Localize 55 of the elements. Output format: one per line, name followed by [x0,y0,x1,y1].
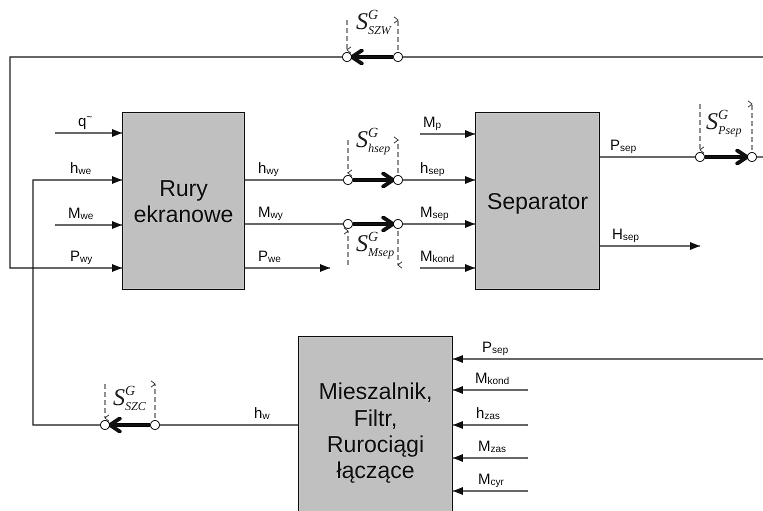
switch-arrow [350,48,393,66]
process-block [298,336,453,511]
junction-circle [150,420,160,430]
signal-label: h$_{w}$ [254,406,270,421]
block-label: Rury ekranowe [132,174,234,228]
junction-circle [747,152,757,162]
signal-arrow [453,355,763,363]
signal-arrow [420,130,475,138]
signal-label: M$_{p}$ [423,115,442,130]
switch-arrow [705,148,749,166]
signal-arrow [403,176,475,184]
signal-arrow [453,421,528,429]
junction-circle [343,175,353,185]
signal-label: P$_{wy}$ [70,249,92,264]
signal-label: H$_{sep}$ [612,227,639,242]
signal-label: P$_{we}$ [258,249,281,264]
signal-label: M$_{wy}$ [258,205,283,220]
switch-arrow [353,216,395,232]
signal-arrow [453,487,528,495]
junction-circle [393,219,403,229]
junction-circle [342,52,352,62]
signal-arrow [403,220,475,228]
signal-arrow [453,386,528,394]
junction-circle [393,175,403,185]
junction-circle [393,52,403,62]
process-block [475,112,600,290]
junction-circle [100,420,110,430]
signal-label: P$_{sep}$ [482,340,508,355]
signal-label: h$_{sep}$ [420,161,444,176]
signal-arrow [55,221,122,229]
switch-arrow [353,172,395,188]
signal-label: M$_{we}$ [68,206,94,221]
signal-label: h$_{zas}$ [476,406,500,421]
signal-label: q$^{~}$ [78,114,92,129]
junction-circle [343,219,353,229]
signal-label: P$_{sep}$ [610,138,636,153]
signal-arrow [420,264,475,272]
process-block [122,112,245,290]
signal-label: h$_{wy}$ [258,161,279,176]
signal-label: M$_{kond}$ [420,249,454,264]
signal-label: h$_{we}$ [70,161,92,176]
signal-arrow [245,264,330,272]
signal-label: M$_{sep}$ [420,205,449,220]
signal-arrow [600,242,700,250]
signal-arrow [32,176,122,426]
signal-label: M$_{cyr}$ [478,472,504,487]
block-label: Mieszalnik, Filtr, Rurociągi łączące [318,378,434,484]
signal-label: M$_{zas}$ [478,439,506,454]
block-label: Separator [486,188,589,214]
switch-arrow [108,416,150,434]
junction-circle [695,152,705,162]
signal-arrow [55,129,122,137]
signal-label: M$_{kond}$ [475,371,510,386]
signal-arrow [9,56,342,272]
signal-arrow [453,454,528,462]
